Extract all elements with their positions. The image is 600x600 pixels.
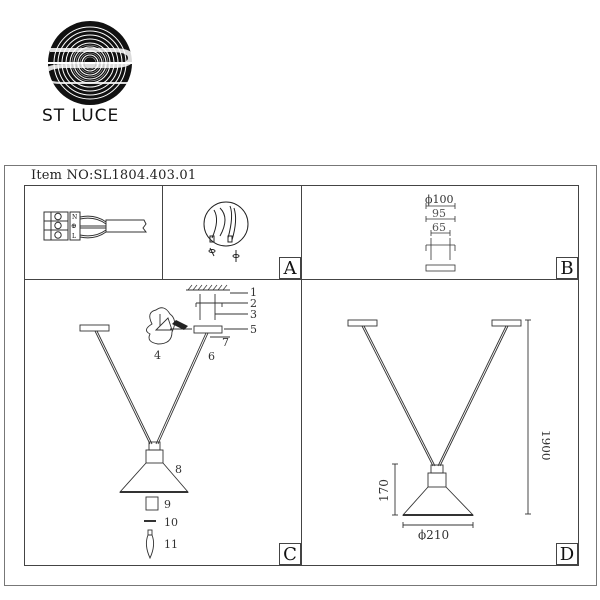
part-number-3: 3 (250, 308, 257, 321)
terminal-mark-earth: ⊕ (71, 222, 77, 230)
part-number-10: 10 (164, 516, 178, 529)
part-number-4: 4 (154, 349, 161, 362)
panel-label-a: A (279, 257, 301, 279)
dimension-shade-diameter-210: ϕ210 (418, 528, 449, 540)
panel-label-c: C (279, 543, 301, 565)
divider-vertical-panel-a (162, 186, 163, 279)
divider-horizontal-main (25, 279, 578, 280)
dimension-diameter-100: ϕ100 (425, 193, 454, 206)
divider-vertical-main (301, 186, 302, 565)
part-number-11: 11 (164, 538, 178, 551)
concentric-circle-s-logo-icon (42, 21, 134, 105)
wire-terminal-block-icon: N ⊕ L (43, 211, 147, 241)
dimension-65: 65 (432, 221, 446, 234)
exploded-assembly-drawing: 1 2 3 4 5 6 7 8 9 10 11 (79, 284, 257, 560)
assembled-dimension-drawing: 1900 170 ϕ210 (347, 319, 550, 540)
part-number-2: 2 (250, 297, 257, 310)
dimension-height-1900: 1900 (539, 430, 550, 461)
brand-name: ST LUCE (42, 106, 120, 126)
wire-connector-detail-icon (172, 320, 188, 330)
terminal-mark-l: L (72, 233, 76, 240)
panel-label-d: D (556, 543, 578, 565)
drawing-frame (4, 165, 597, 586)
wire-connection-detail-icon (203, 201, 249, 262)
part-number-9: 9 (164, 498, 171, 511)
part-number-7: 7 (222, 336, 229, 349)
dimension-95: 95 (432, 207, 446, 220)
panel-label-b: B (556, 257, 578, 279)
dimension-shade-height-170: 170 (377, 479, 391, 502)
part-number-8: 8 (175, 463, 182, 476)
drawing-grid: A B C D (24, 185, 579, 566)
canopy-dimension-drawing: ϕ100 95 65 (425, 193, 456, 272)
part-number-6: 6 (208, 350, 215, 363)
part-number-5: 5 (250, 323, 257, 336)
terminal-mark-n: N (72, 214, 77, 221)
part-number-1: 1 (250, 286, 257, 299)
item-number: Item NO:SL1804.403.01 (31, 168, 197, 183)
